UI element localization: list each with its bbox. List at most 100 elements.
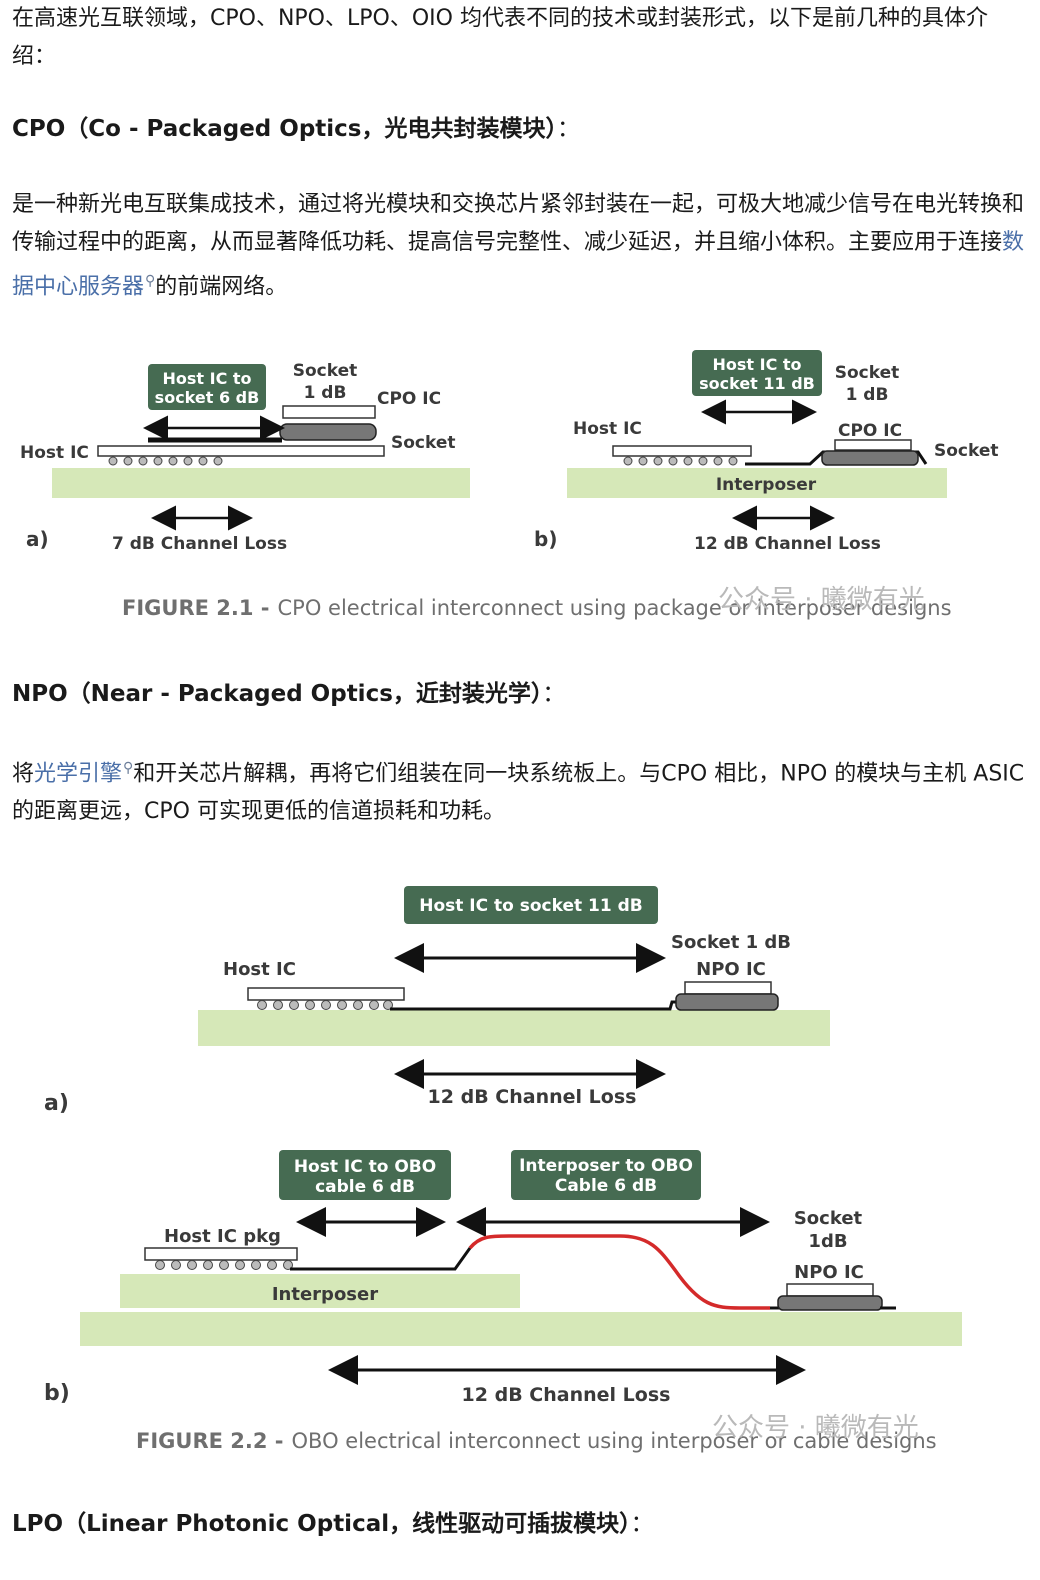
npo-heading: NPO（Near - Packaged Optics，近封装光学）：: [12, 677, 1028, 711]
board-2b: [80, 1312, 962, 1346]
diagram-shape: [171, 1260, 181, 1270]
diagram-shape: [638, 456, 648, 466]
label-box-2b-2: [511, 1150, 701, 1200]
diagram-shape: [653, 456, 663, 466]
lpo-heading: LPO（Linear Photonic Optical，线性驱动可插拔模块）：: [12, 1507, 1028, 1541]
socket-db-2b-line2: 1dB: [808, 1231, 847, 1252]
npo-heading-colon: ：: [542, 681, 566, 707]
diagram-shape: [668, 456, 678, 466]
label-box-2a: [404, 886, 658, 924]
label-box-2b-2-line2: Cable 6 dB: [555, 1176, 657, 1196]
diagram-shape: [713, 456, 723, 466]
search-icon[interactable]: ⚲: [123, 760, 134, 776]
figure-2-2: Host IC to socket 11 dB Socket 1 dB NPO …: [44, 886, 962, 1453]
npo-heading-text: NPO（Near - Packaged Optics，近封装光学）: [12, 681, 543, 707]
interposer-2b: [120, 1274, 520, 1308]
channel-loss-a: 7 dB Channel Loss: [112, 534, 287, 554]
host-ic-pkg-label: Host IC pkg: [164, 1226, 281, 1247]
datacenter-server-link[interactable]: 数据中心服务器: [12, 230, 1025, 300]
panel-b-label-2: b): [44, 1381, 70, 1406]
solder-balls-2a: [257, 1000, 393, 1010]
label-box-2b-1-line1: Host IC to OBO: [294, 1157, 436, 1177]
diagram-shape: [267, 1260, 277, 1270]
diagram-shape: [337, 1000, 347, 1010]
figure-2-1-caption: FIGURE 2.1 -CPO electrical interconnect …: [122, 596, 952, 620]
diagram-shape: [198, 456, 208, 466]
watermark-1: 公众号 · 曦微有光: [718, 585, 925, 615]
search-icon[interactable]: ⚲: [145, 273, 156, 289]
host-ic-label-a: Host IC: [20, 443, 89, 463]
label-box-b-line1: Host IC to: [712, 355, 801, 374]
diagram-shape: [257, 1000, 267, 1010]
interposer-label-b: Interposer: [716, 475, 817, 495]
socket-db-2b-line1: Socket: [794, 1208, 863, 1229]
socket-b: [821, 450, 919, 466]
cpo-body-text: 是一种新光电互联集成技术，通过将光模块和交换芯片紧邻封装在一起，可极大地减少信号…: [12, 192, 1025, 255]
diagram-shape: [623, 456, 633, 466]
diagram-shape: [168, 456, 178, 466]
diagram-shape: [321, 1000, 331, 1010]
host-ic-label-b: Host IC: [573, 419, 642, 439]
label-box-a-line1: Host IC to: [162, 369, 251, 388]
cpo-heading-text: CPO（Co - Packaged Optics，光电共封装模块）: [12, 116, 557, 142]
diagram-shape: [153, 456, 163, 466]
diagram-shape: [369, 1000, 379, 1010]
channel-loss-2a: 12 dB Channel Loss: [428, 1086, 637, 1108]
diagram-shape: [235, 1260, 245, 1270]
panel-a-label-2: a): [44, 1091, 69, 1116]
diagram-shape: [123, 456, 133, 466]
diagram-shape: [289, 1000, 299, 1010]
label-box-a-line2: socket 6 dB: [155, 388, 260, 407]
channel-loss-2b: 12 dB Channel Loss: [462, 1384, 671, 1406]
cpo-paragraph: 是一种新光电互联集成技术，通过将光模块和交换芯片紧邻封装在一起，可极大地减少信号…: [12, 186, 1028, 306]
host-ic-label-2a: Host IC: [223, 959, 296, 980]
interposer-label-2b: Interposer: [272, 1284, 378, 1305]
figure-2-1-text: CPO electrical interconnect using packag…: [278, 596, 952, 620]
cpo-body-tail: 的前端网络。: [155, 274, 288, 300]
socket-label-b: Socket: [934, 441, 999, 461]
socket-2a: [675, 993, 779, 1011]
package-substrate: [97, 445, 385, 457]
diagram-shape: [187, 1260, 197, 1270]
solder-balls-b: [623, 456, 738, 466]
board-a: [52, 468, 470, 498]
socket-db-a-line1: Socket: [293, 361, 358, 381]
npo-body-tail: 和开关芯片解耦，再将它们组装在同一块系统板上。与CPO 相比，NPO 的模块与主…: [12, 761, 1025, 825]
npo-ic-label-2b: NPO IC: [794, 1262, 864, 1283]
diagram-shape: [203, 1260, 213, 1270]
diagram-shape: [251, 1260, 261, 1270]
panel-a-label: a): [26, 527, 49, 551]
panel-b-label: b): [534, 527, 557, 551]
cpo-ic-chip-b: [834, 439, 912, 451]
socket-db-2a: Socket 1 dB: [671, 932, 791, 953]
diagram-shape: [219, 1260, 229, 1270]
watermark-2: 公众号 · 曦微有光: [712, 1413, 919, 1443]
npo-ic-chip-2b: [786, 1283, 874, 1297]
diagram-shape: [155, 1260, 165, 1270]
diagram-shape: [138, 456, 148, 466]
diagram-shape: [728, 456, 738, 466]
host-ic-chip-2a: [247, 987, 405, 1001]
solder-balls-2b: [155, 1260, 293, 1270]
solder-balls-a: [108, 456, 223, 466]
cpo-heading-colon: ：: [557, 116, 580, 142]
lpo-heading-colon: ：: [630, 1511, 654, 1537]
diagram-shape: [383, 1000, 393, 1010]
npo-ic-label-2a: NPO IC: [696, 959, 766, 980]
label-box-2b-1-line2: cable 6 dB: [315, 1177, 415, 1197]
host-ic-pkg-chip: [144, 1247, 298, 1261]
cpo-heading: CPO（Co - Packaged Optics，光电共封装模块）：: [12, 112, 1028, 146]
socket-2b: [777, 1295, 883, 1311]
label-box-a: [148, 364, 266, 410]
socket-db-b-line2: 1 dB: [846, 385, 889, 405]
figure-2-1: Host IC to socket 6 dB Socket 1 dB CPO I…: [20, 350, 999, 620]
obo-cable: [468, 1234, 770, 1310]
label-box-b-line2: socket 11 dB: [699, 374, 815, 393]
label-box-b: [692, 350, 822, 396]
optical-engine-link[interactable]: 光学引擎: [34, 761, 123, 787]
label-box-2b-1: [279, 1150, 451, 1200]
cpo-ic-label-b: CPO IC: [838, 421, 902, 441]
board-2a: [198, 1010, 830, 1046]
intro-paragraph: 在高速光互联领域，CPO、NPO、LPO、OIO 均代表不同的技术或封装形式，以…: [12, 6, 988, 69]
diagram-shape: [273, 1000, 283, 1010]
